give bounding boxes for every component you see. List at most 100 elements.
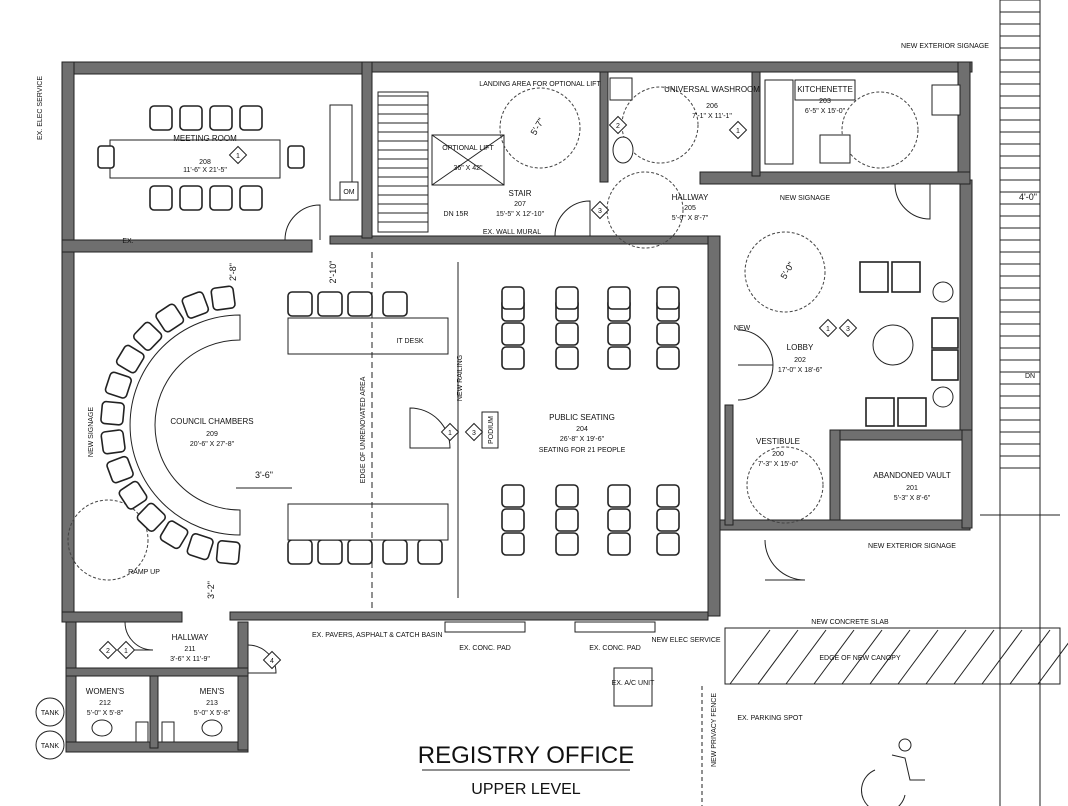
mens-name: MEN'S xyxy=(200,687,225,696)
lobby-size: 17'-0" X 18'-6" xyxy=(778,367,823,374)
turning-circles xyxy=(67,86,919,581)
canopy-hatch xyxy=(729,629,771,685)
new-railing-label: NEW RAILING xyxy=(457,355,464,401)
public-chair xyxy=(607,508,631,532)
council-chair xyxy=(347,291,373,317)
dim-5-7: 5'-7" xyxy=(529,116,547,137)
meeting-chair xyxy=(179,105,203,131)
vault-number: 201 xyxy=(906,485,918,492)
public-chair xyxy=(607,532,631,556)
canopy-hatch xyxy=(813,629,855,685)
svg-text:3: 3 xyxy=(472,430,476,437)
public-chair xyxy=(555,322,579,346)
it-desk-label: IT DESK xyxy=(396,338,423,345)
vestibule-size: 7'-3" X 15'-0" xyxy=(758,461,799,468)
public-chair xyxy=(656,508,680,532)
keynote-tag: 1 xyxy=(440,422,460,442)
new-ext-signage-bottom: NEW EXTERIOR SIGNAGE xyxy=(868,543,956,550)
dn-15r-label: DN 15R xyxy=(444,211,469,218)
meeting-chair xyxy=(287,145,305,169)
public-seating-note: SEATING FOR 21 PEOPLE xyxy=(539,447,626,454)
council-chair xyxy=(417,539,443,565)
concrete-slab-label: NEW CONCRETE SLAB xyxy=(811,619,889,626)
council-chair xyxy=(136,502,167,532)
svg-text:2: 2 xyxy=(616,123,620,130)
public-chair xyxy=(501,346,525,370)
vestibule-name: VESTIBULE xyxy=(756,437,800,446)
public-chair xyxy=(555,484,579,508)
om-label: OM xyxy=(343,189,354,196)
vault-name: ABANDONED VAULT xyxy=(873,471,951,480)
tank-1-label: TANK xyxy=(41,710,59,717)
canopy-hatch xyxy=(925,629,967,685)
lift-size-label: 36" X 42" xyxy=(453,165,483,172)
lobby-number: 202 xyxy=(794,357,806,364)
council-name: COUNCIL CHAMBERS xyxy=(170,417,253,426)
keynote-tag: 2 xyxy=(98,640,118,660)
exterior-elements xyxy=(444,0,1068,806)
keynote-tag: 1 xyxy=(728,120,748,140)
parking-label: EX. PARKING SPOT xyxy=(737,715,803,722)
keynote-tag: 4 xyxy=(262,650,282,670)
council-chair xyxy=(210,285,236,311)
podium-label: PODIUM xyxy=(488,416,495,444)
accessibility-symbol xyxy=(861,738,925,806)
public-chair xyxy=(656,532,680,556)
canopy-hatch xyxy=(953,629,995,685)
council-chair xyxy=(382,539,408,565)
public-chair xyxy=(555,346,579,370)
public-chair xyxy=(607,346,631,370)
council-chair xyxy=(118,480,148,510)
canopy-hatch xyxy=(981,629,1023,685)
room-labels: MEETING ROOM 208 11'-6" X 21'-5" STAIR 2… xyxy=(86,85,951,717)
washroom-number: 206 xyxy=(706,103,718,110)
ex-elec-label: EX. ELEC SERVICE xyxy=(37,76,44,140)
meeting-chair xyxy=(239,105,263,131)
council-number: 209 xyxy=(206,431,218,438)
new-signage-label: NEW SIGNAGE xyxy=(780,195,831,202)
plan-title: REGISTRY OFFICE xyxy=(418,742,634,769)
ramp-up-label: RAMP UP xyxy=(128,569,160,576)
council-chair xyxy=(104,371,132,399)
public-chair xyxy=(501,508,525,532)
council-chair xyxy=(133,321,163,352)
public-chair xyxy=(656,286,680,310)
exterior-walls xyxy=(61,61,973,753)
council-chair xyxy=(186,533,214,561)
dim-4-0: 4'-0" xyxy=(1019,192,1037,202)
hallway-211-name: HALLWAY xyxy=(172,633,209,642)
meeting-chair xyxy=(97,145,115,169)
mens-number: 213 xyxy=(206,700,218,707)
public-chair xyxy=(555,508,579,532)
canopy-hatch xyxy=(1009,629,1051,685)
stair-number: 207 xyxy=(514,201,526,208)
tanks xyxy=(35,697,65,760)
public-chair xyxy=(656,484,680,508)
public-seating-name: PUBLIC SEATING xyxy=(549,413,615,422)
kitchenette-fixtures xyxy=(764,79,961,165)
public-chair xyxy=(501,532,525,556)
svg-text:2: 2 xyxy=(106,648,110,655)
hallway-205-name: HALLWAY xyxy=(672,193,709,202)
canopy-hatch xyxy=(785,629,827,685)
svg-text:3: 3 xyxy=(598,208,602,215)
new-ext-signage-top: NEW EXTERIOR SIGNAGE xyxy=(901,43,989,50)
svg-text:1: 1 xyxy=(236,153,240,160)
meeting-room-size: 11'-6" X 21'-5" xyxy=(183,167,227,174)
kitchenette-size: 6'-5" X 15'-0" xyxy=(805,108,846,115)
dim-3-6: 3'-6" xyxy=(255,470,273,480)
conc-pad-1-label: EX. CONC. PAD xyxy=(459,645,511,652)
public-chair xyxy=(501,322,525,346)
hallway-205-number: 205 xyxy=(684,205,696,212)
council-chair xyxy=(159,520,189,550)
keynote-tag: 1 xyxy=(116,640,136,660)
vestibule-number: 200 xyxy=(772,451,784,458)
keynote-tag: 3 xyxy=(590,200,610,220)
edge-canopy-label: EDGE OF NEW CANOPY xyxy=(819,655,901,662)
dn-label: DN xyxy=(1025,373,1035,380)
mens-size: 5'-0" X 5'-8" xyxy=(194,710,231,717)
keynote-tag: 2 xyxy=(608,115,628,135)
council-chair xyxy=(100,400,125,426)
canopy-hatch xyxy=(1037,642,1068,685)
council-chair xyxy=(115,344,145,374)
